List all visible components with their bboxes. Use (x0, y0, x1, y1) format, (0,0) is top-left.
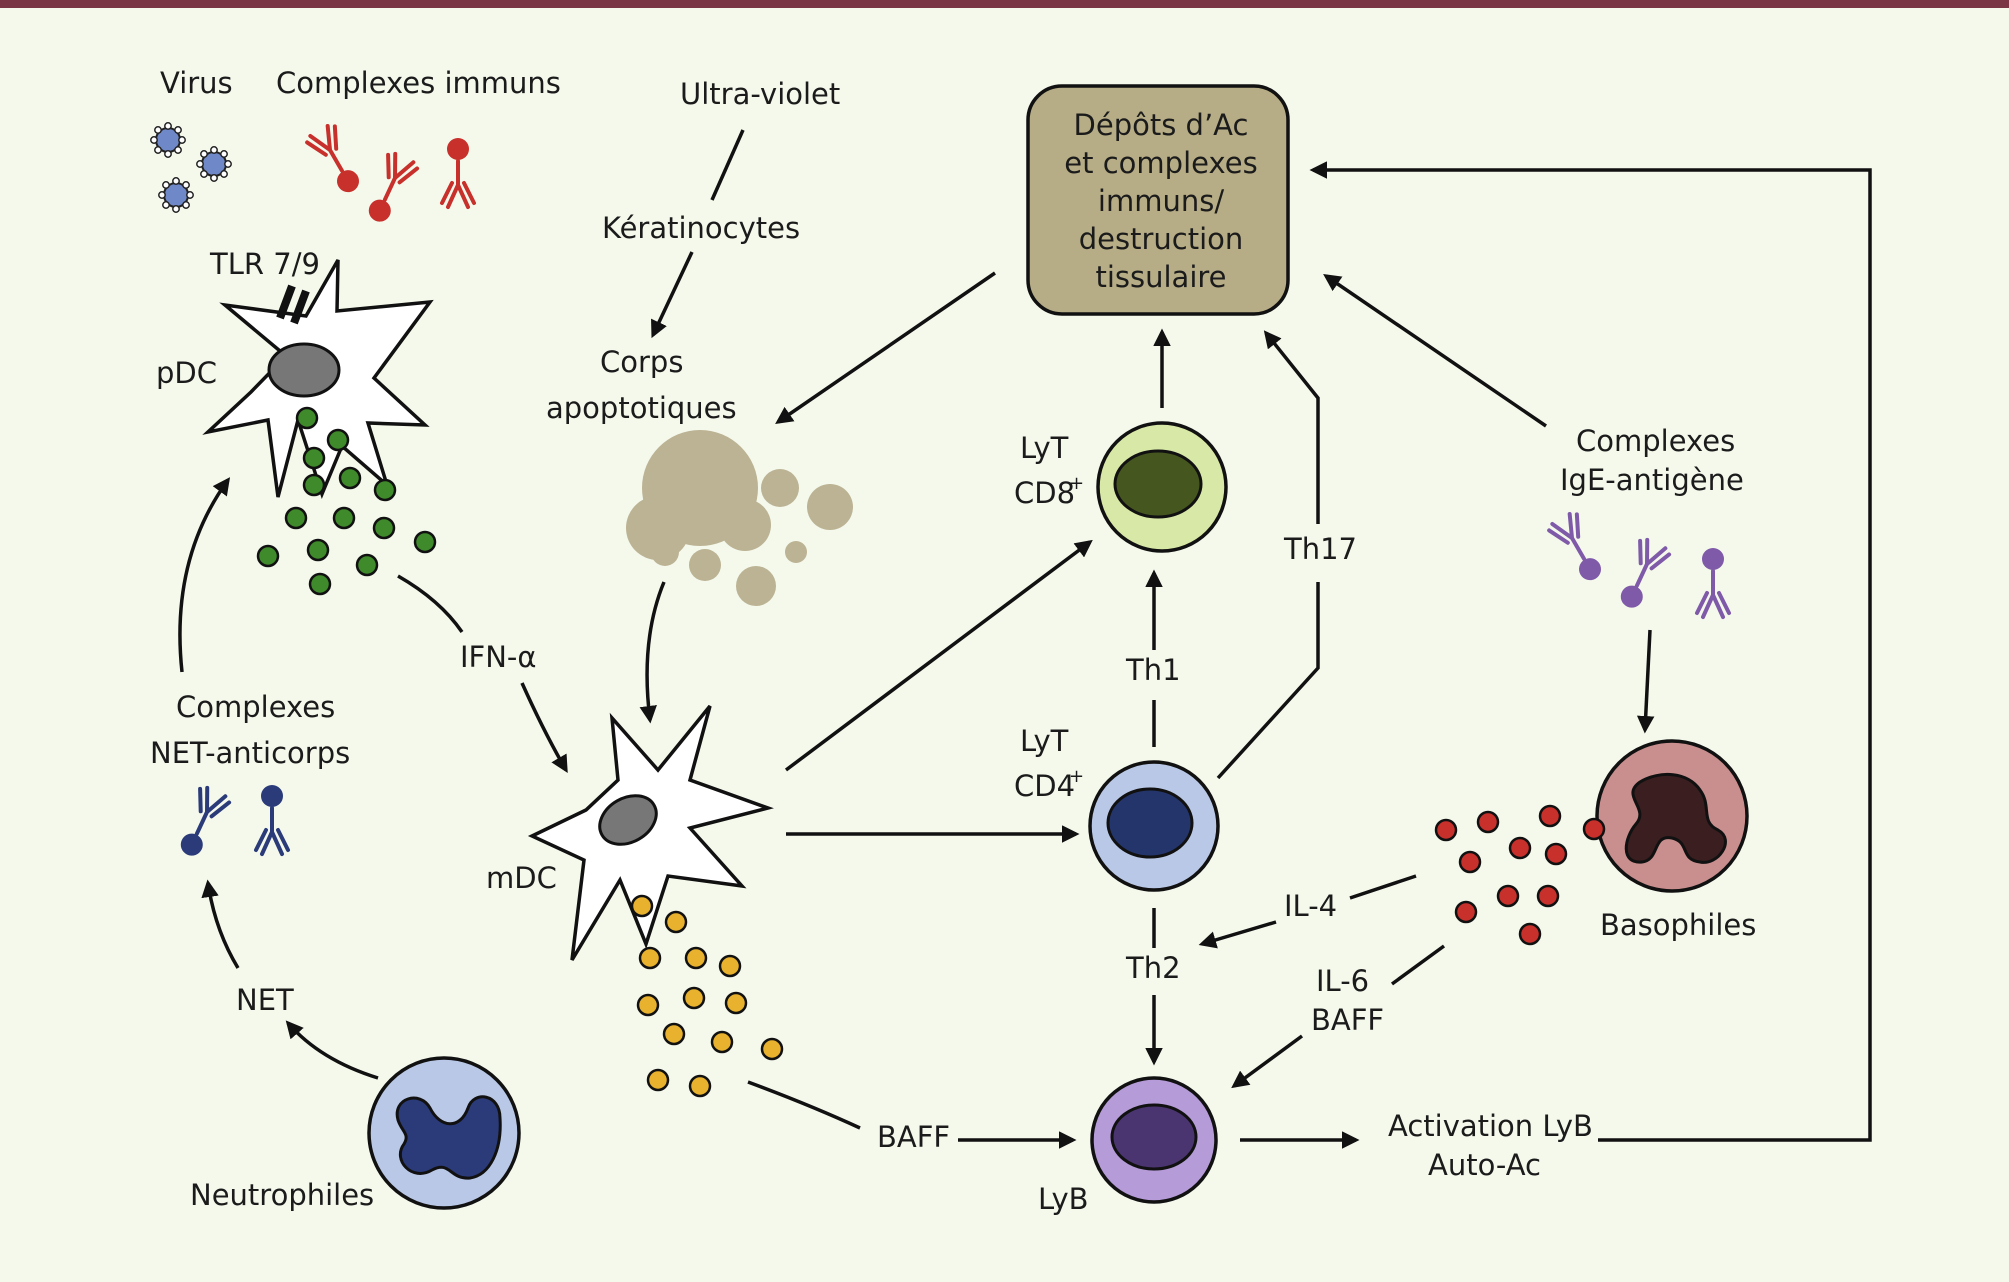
mdc-cell (527, 704, 774, 961)
ifn-granules (256, 406, 437, 596)
lyb-nucleus (1110, 1103, 1198, 1171)
neutrophil-nucleus (395, 1095, 502, 1180)
tlr-label: TLR 7/9 (209, 247, 320, 281)
activation-label-line1: Activation LyB (1388, 1109, 1593, 1143)
lyt-cd4-label-line1: LyT (1020, 724, 1069, 758)
cd4-plus: + (1069, 766, 1084, 787)
virus-icon (195, 145, 233, 183)
net-complex-to-pdc-arrow (178, 477, 231, 673)
pdc-nucleus (267, 342, 341, 398)
basophil-granules (1434, 804, 1606, 946)
mdc-to-cd8-arrow (784, 539, 1093, 772)
uv-to-keratinocytes-line (710, 129, 745, 201)
il6-label: IL-6 (1316, 964, 1369, 998)
antibody-icon (368, 151, 420, 222)
basophil-to-il6-line (1390, 944, 1446, 986)
baff-mdc-label: BAFF (877, 1120, 950, 1154)
ige-to-basophil-arrow (1636, 629, 1655, 734)
mdc-to-baff-line (747, 1080, 861, 1130)
mdc-label: mDC (486, 861, 557, 895)
il6-baff-to-lyb-arrow (1231, 1034, 1304, 1089)
basophil-nucleus (1624, 772, 1727, 864)
apoptotic-to-mdc-arrow (639, 581, 666, 724)
il4-label: IL-4 (1284, 889, 1337, 923)
th17-to-deposits-arrow (1263, 330, 1320, 524)
immune-complex-icons (305, 123, 476, 222)
keratinocytes-label: Kératinocytes (602, 211, 800, 245)
deposits-line: et complexes (1064, 146, 1257, 180)
antibody-icon (1695, 548, 1731, 619)
ifn-to-mdc-arrow (520, 682, 568, 774)
antibody-icon (440, 138, 476, 209)
antibody-icon (305, 123, 359, 193)
il4-to-th2-arrow (1198, 920, 1277, 949)
activation-label-line2: Auto-Ac (1428, 1148, 1541, 1182)
lyt-cd8-label-line1: LyT (1020, 431, 1069, 465)
net-label: NET (236, 983, 294, 1017)
deposits-line: tissulaire (1095, 260, 1226, 294)
ifn-label: IFN-α (460, 640, 537, 674)
virus-label: Virus (160, 66, 233, 100)
apoptotic-label-line2: apoptotiques (546, 391, 737, 425)
ige-complex-label-line1: Complexes (1576, 424, 1735, 458)
net-antibody-icons (180, 785, 290, 856)
mdc-nucleus (598, 794, 658, 846)
activation-feedback-arrow (1309, 161, 1872, 1142)
basophils-label: Basophiles (1600, 908, 1756, 942)
th2-label: Th2 (1125, 951, 1181, 985)
neutrophil-to-net-arrow (285, 1020, 379, 1080)
pdc-to-ifn-line (397, 574, 464, 633)
virus-icon (149, 121, 187, 159)
cd4-nucleus (1106, 787, 1194, 859)
baff-baso-label: BAFF (1311, 1003, 1384, 1037)
net-complex-label-line2: NET-anticorps (150, 736, 350, 770)
neutrophils-label: Neutrophiles (190, 1178, 374, 1212)
basophil-to-il4-line (1349, 874, 1417, 900)
th1-label: Th1 (1125, 653, 1181, 687)
cd4-label: CD4 (1014, 769, 1075, 803)
ige-antibody-icons (1547, 511, 1731, 619)
pdc-label: pDC (156, 356, 217, 390)
tlr-receptor (276, 284, 310, 325)
apoptotic-label-line1: Corps (600, 345, 683, 379)
th17-label: Th17 (1283, 532, 1357, 566)
deposits-line: immuns/ (1098, 184, 1224, 218)
apoptotic-bodies (626, 430, 853, 606)
deposits-line: destruction (1079, 222, 1244, 256)
cd8-plus: + (1069, 473, 1084, 494)
antibody-icon (254, 785, 290, 856)
antibody-icon (180, 785, 232, 856)
antibody-icon (1547, 511, 1601, 581)
immune-complexes-label: Complexes immuns (276, 66, 561, 100)
ultraviolet-label: Ultra-violet (680, 77, 840, 111)
cd8-nucleus (1113, 449, 1203, 519)
net-complex-label-line1: Complexes (176, 690, 335, 724)
virus-icons (149, 121, 233, 214)
net-to-net-complex-arrow (201, 879, 240, 969)
ige-complex-label-line2: IgE-antigène (1560, 463, 1744, 497)
deposits-line: Dépôts d’Ac (1074, 108, 1249, 142)
cd8-label: CD8 (1014, 476, 1075, 510)
keratinocytes-to-apoptotic-arrow (651, 251, 694, 339)
deposits-box (1026, 84, 1290, 316)
lyb-label: LyB (1038, 1182, 1089, 1216)
deposits-text: Dépôts d’Ac et complexes immuns/ destruc… (1064, 108, 1257, 294)
baff-granules (630, 894, 784, 1098)
virus-icon (157, 176, 195, 214)
deposits-to-apoptotic-arrow (775, 271, 996, 424)
top-border (0, 0, 2009, 8)
cd4-to-th17-line (1216, 582, 1320, 780)
antibody-icon (1620, 537, 1672, 608)
ige-to-deposits-arrow (1323, 274, 1547, 428)
